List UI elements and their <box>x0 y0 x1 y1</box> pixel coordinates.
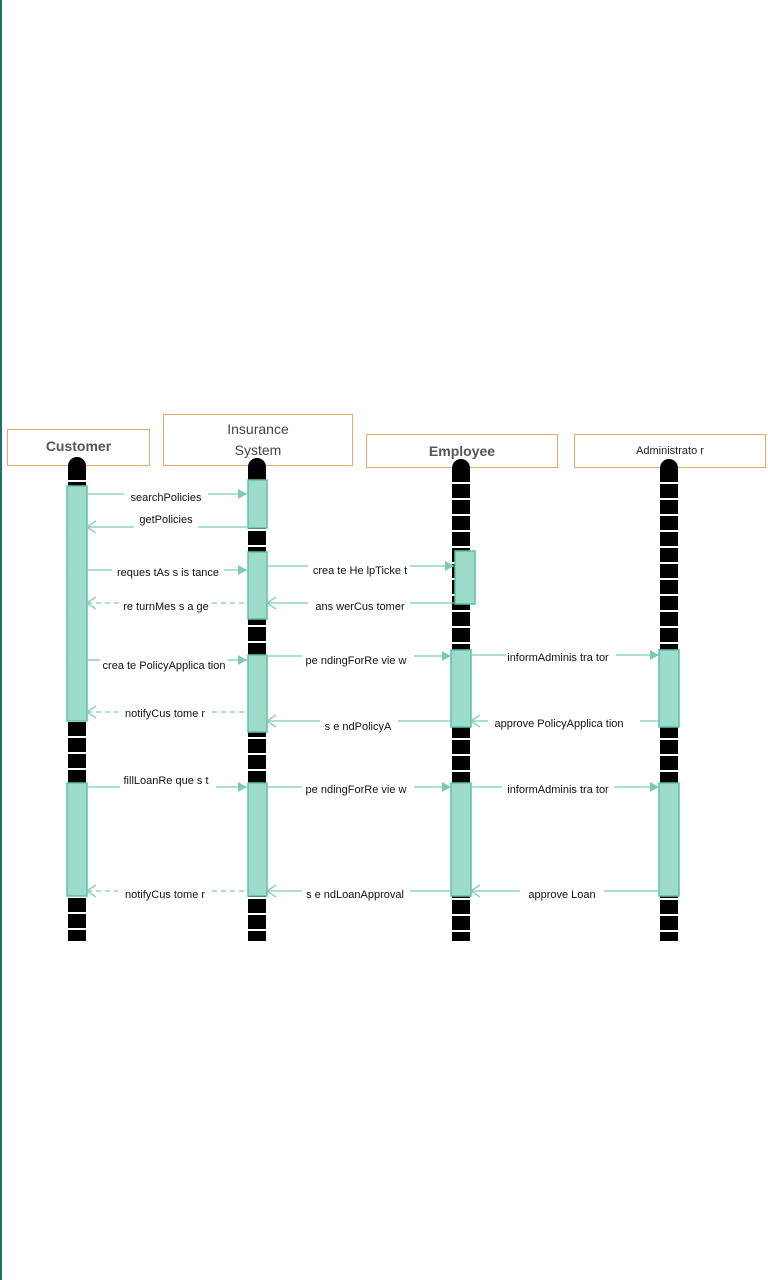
message-arrowhead <box>265 714 277 728</box>
activation-box-insurance <box>247 551 268 620</box>
message-arrowhead <box>650 650 659 660</box>
message-arrowhead <box>238 565 247 575</box>
activation-box-administrator <box>658 782 680 897</box>
activation-box-insurance <box>247 479 268 529</box>
message-label: re turnMes s a ge <box>123 601 209 613</box>
activation-box-employee <box>454 550 476 605</box>
message-label: crea te PolicyApplica tion <box>103 660 226 672</box>
message-label: informAdminis tra tor <box>507 784 609 796</box>
message-arrowhead <box>85 596 97 610</box>
message-label: notifyCus tome r <box>125 889 205 901</box>
message-label: searchPolicies <box>131 492 202 504</box>
message-arrowhead <box>469 714 481 728</box>
message-arrowhead <box>238 782 247 792</box>
actor-administrator-label: Administrato r <box>636 445 704 457</box>
message-arrowhead <box>650 782 659 792</box>
activation-box-customer <box>66 782 88 897</box>
message-label: informAdminis tra tor <box>507 652 609 664</box>
actor-insurance-label-line2: System <box>234 442 282 458</box>
message-arrowhead <box>265 596 277 610</box>
message-label: getPolicies <box>139 514 193 526</box>
actor-employee-label: Employee <box>428 443 496 459</box>
activation-box-insurance <box>247 782 268 897</box>
message-label: fillLoanRe que s t <box>124 775 209 787</box>
message-arrowhead <box>238 655 247 665</box>
message-arrowhead <box>238 489 247 499</box>
message-label: crea te He lpTicke t <box>313 565 407 577</box>
message-arrowhead <box>442 782 451 792</box>
message-label: approve PolicyApplica tion <box>494 718 623 730</box>
left-edge-line <box>0 0 2 1280</box>
activation-box-customer <box>66 485 88 722</box>
message-arrowhead <box>265 884 277 898</box>
actor-insurance-label-line1: Insurance <box>227 421 289 437</box>
message-arrowhead <box>85 884 97 898</box>
message-label: s e ndLoanApproval <box>306 889 404 901</box>
actor-customer-label: Customer <box>45 437 112 454</box>
message-label: approve Loan <box>528 889 595 901</box>
activation-box-employee <box>450 782 472 897</box>
message-arrowhead <box>85 520 97 534</box>
message-arrowhead <box>469 884 481 898</box>
activation-box-insurance <box>247 654 268 733</box>
message-arrowhead <box>445 561 454 571</box>
message-label: s e ndPolicyA <box>325 721 392 733</box>
message-label: pe ndingForRe vie w <box>306 655 407 667</box>
message-arrowhead <box>85 705 97 719</box>
message-label: ans werCus tomer <box>315 601 405 613</box>
message-label: notifyCus tome r <box>125 708 205 720</box>
activation-box-administrator <box>658 649 680 728</box>
message-label: pe ndingForRe vie w <box>306 784 407 796</box>
activation-box-employee <box>450 649 472 728</box>
message-label: reques tAs s is tance <box>117 567 219 579</box>
message-arrowhead <box>442 651 451 661</box>
